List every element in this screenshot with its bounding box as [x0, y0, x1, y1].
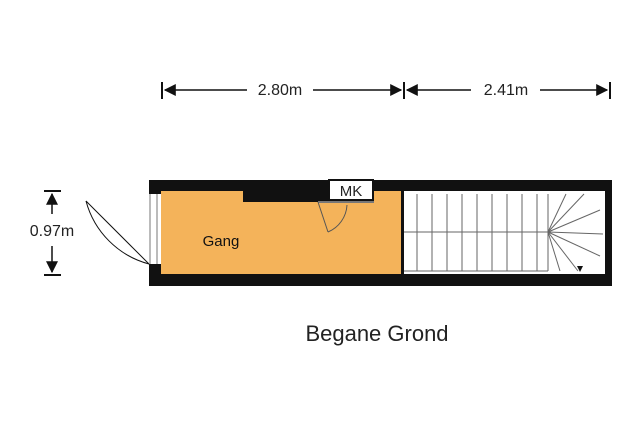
meter-cupboard: MK	[317, 179, 374, 233]
staircase	[404, 193, 604, 272]
dimension-stair: 2.41m	[405, 82, 611, 99]
entrance-opening	[147, 194, 161, 264]
hallway-width-label: 2.80m	[258, 82, 302, 99]
hallway-floor	[161, 191, 401, 274]
dimension-hallway: 2.80m	[161, 82, 405, 99]
meter-cupboard-label: MK	[340, 183, 363, 200]
dimension-depth: 0.97m	[30, 190, 74, 276]
entrance-door-swing	[85, 200, 150, 265]
depth-label: 0.97m	[30, 223, 74, 240]
interior-wall-segment	[243, 180, 328, 202]
stair-direction-arrow	[577, 266, 583, 272]
hallway-label: Gang	[203, 233, 240, 250]
floor-title: Begane Grond	[305, 321, 448, 346]
stair-width-label: 2.41m	[484, 82, 528, 99]
